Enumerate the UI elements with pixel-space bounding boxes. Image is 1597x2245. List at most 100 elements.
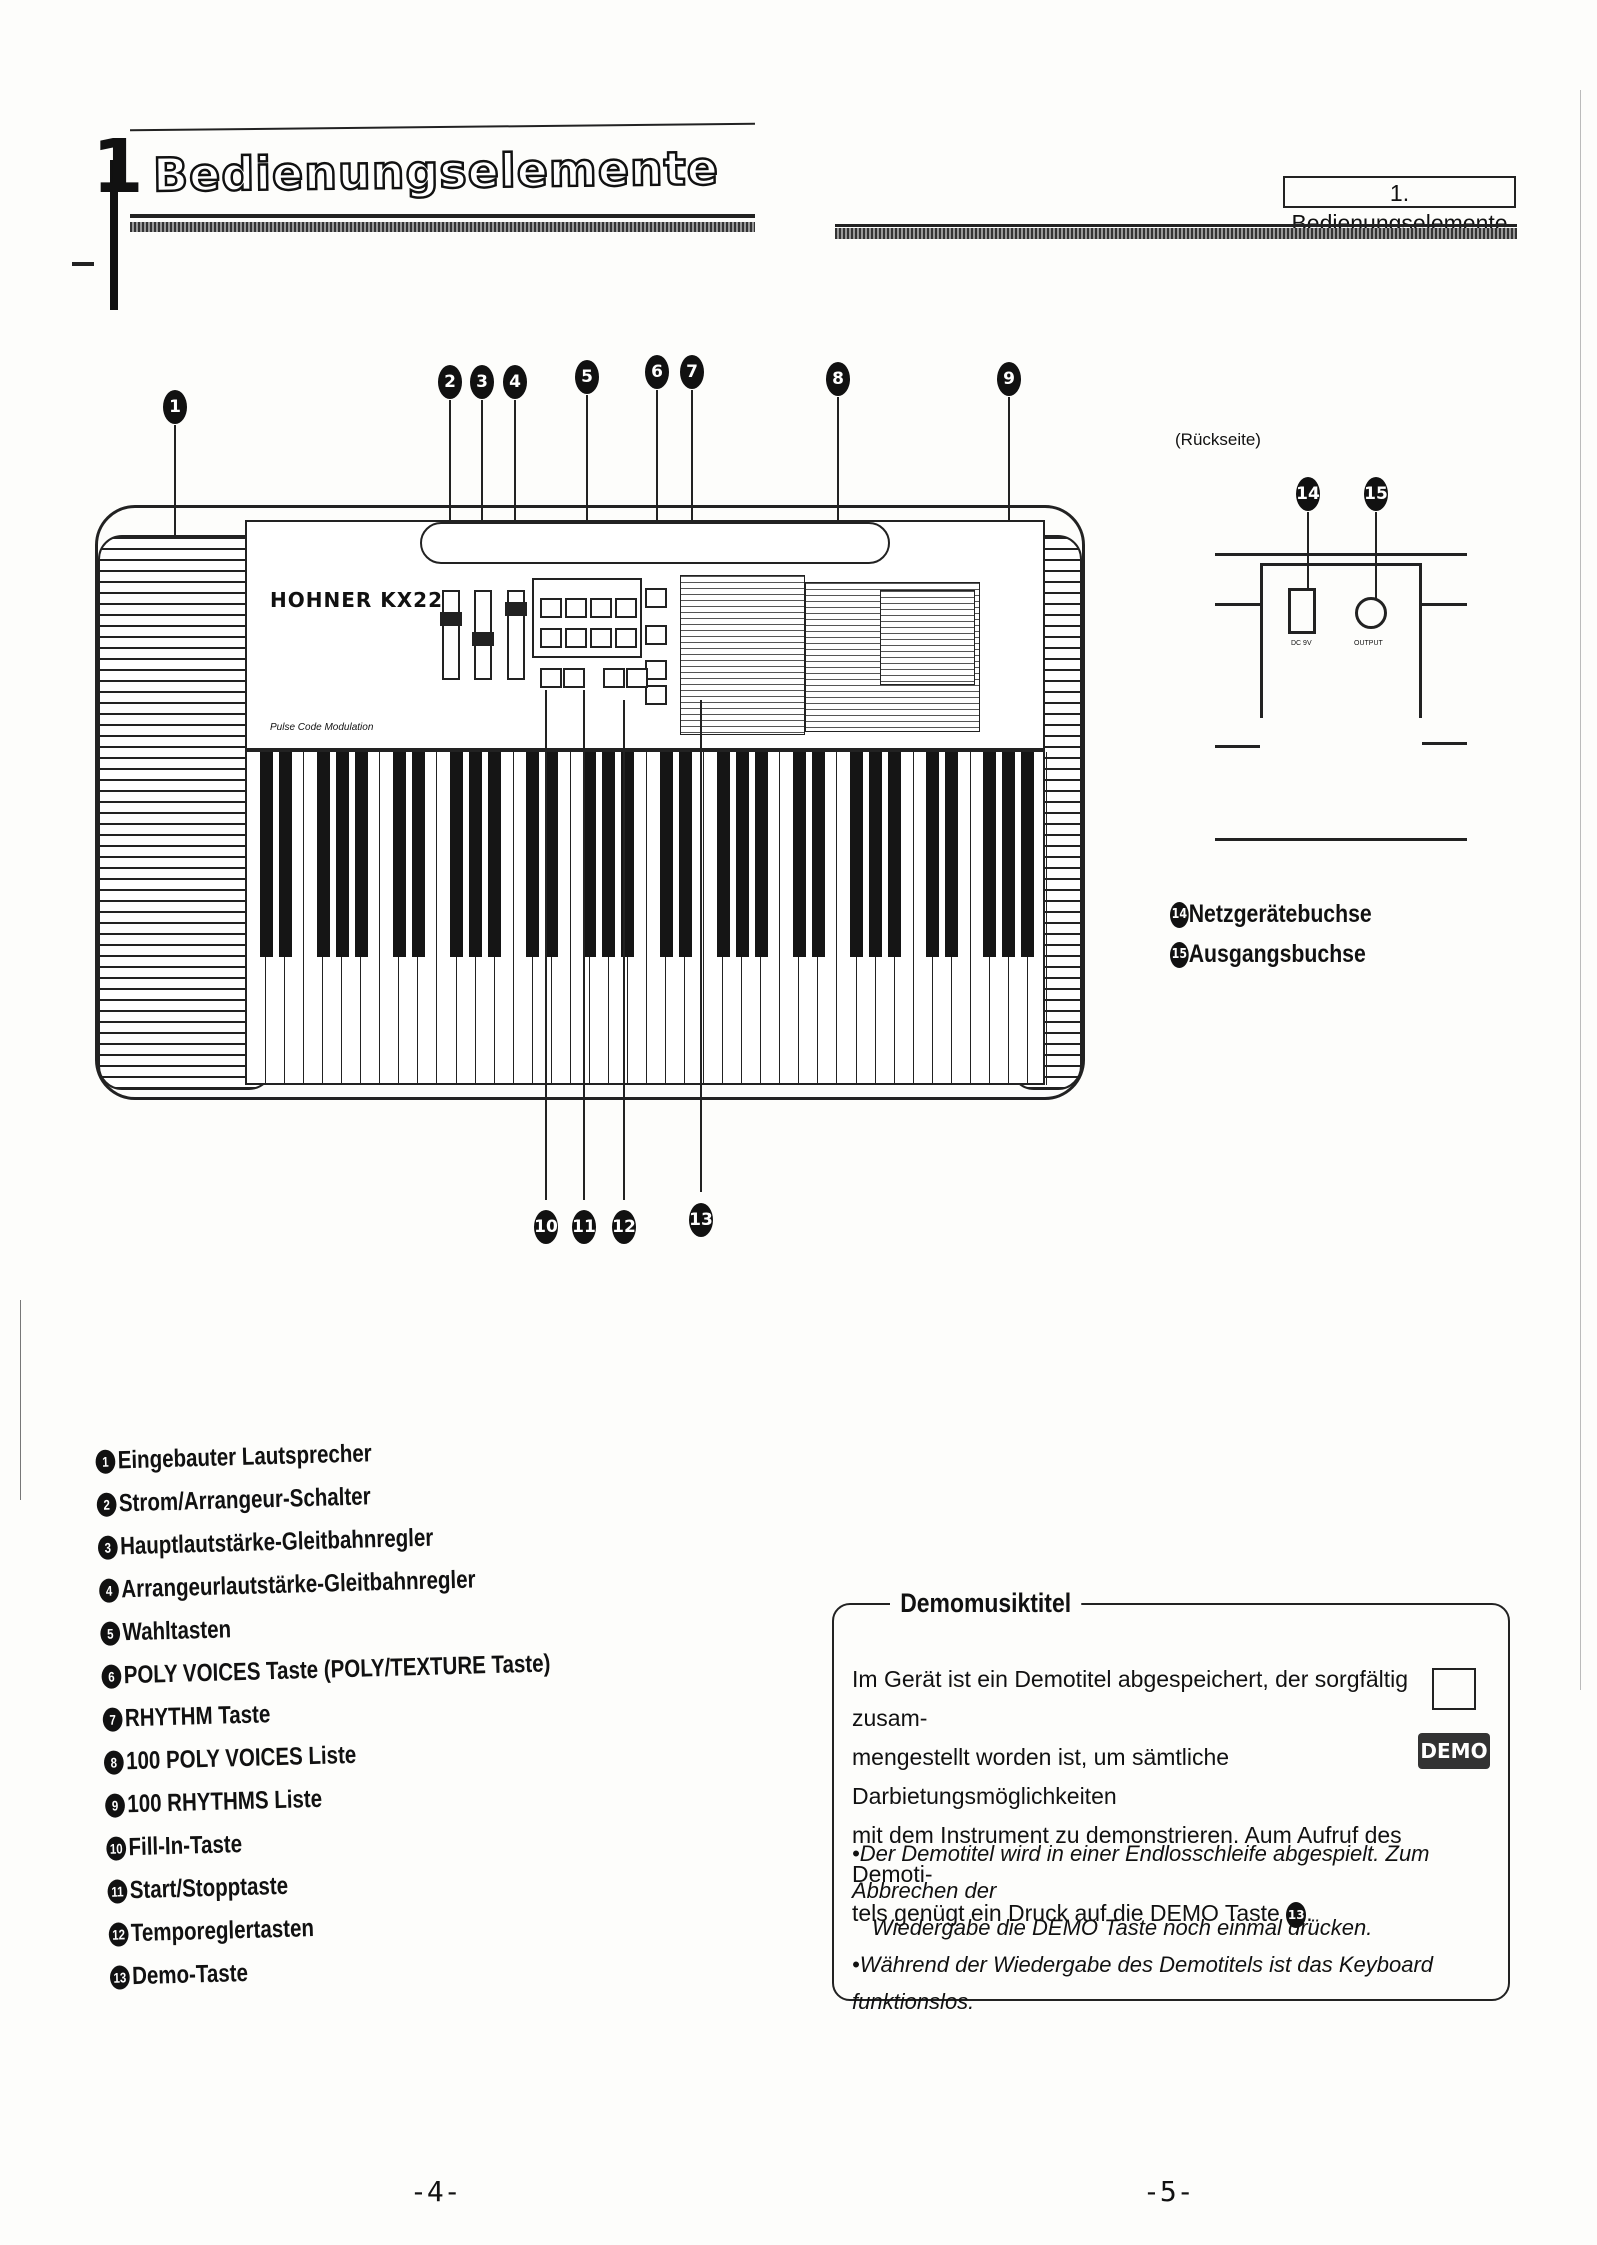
white-key[interactable] [685,752,705,1085]
start-stop-button[interactable] [563,668,585,688]
black-key[interactable] [392,752,406,957]
rear-top-edge [1215,553,1467,556]
rear-legend-item: 14Netzgerätebuchse [1170,900,1372,929]
black-key[interactable] [335,752,349,957]
black-key[interactable] [488,752,502,957]
rhythm-button[interactable] [645,625,667,645]
black-key[interactable] [811,752,825,957]
scan-margin-line [20,1300,21,1500]
black-key[interactable] [583,752,597,957]
black-key[interactable] [1002,752,1016,957]
black-key[interactable] [735,752,749,957]
brand-logo: HOHNER KX22 [270,588,443,612]
legend-text: Hauptlautstärke-Gleitbahnregler [119,1523,434,1561]
callout-4: 4 [503,365,527,399]
select-button[interactable] [615,628,637,648]
select-button[interactable] [540,628,562,648]
demo-note: •Der Demotitel wird in einer Endlosschle… [852,1841,1430,1903]
legend-text: Wahltasten [122,1615,232,1647]
leader-11 [583,690,585,1200]
white-key[interactable] [628,752,647,1085]
black-key[interactable] [869,752,883,957]
power-arranger-switch[interactable] [440,590,462,680]
demo-button-label: DEMO [1418,1733,1490,1769]
black-key[interactable] [659,752,673,957]
output-jack[interactable] [1355,597,1387,629]
black-key[interactable] [602,752,616,957]
arranger-volume-slider[interactable] [505,590,527,680]
white-key[interactable] [761,752,781,1085]
callout-6: 6 [645,355,669,389]
white-key[interactable] [1028,752,1047,1085]
select-button[interactable] [540,598,562,618]
white-key[interactable] [361,752,381,1085]
white-key[interactable] [952,752,971,1085]
black-key[interactable] [888,752,902,957]
legend-text: RHYTHM Taste [124,1700,271,1733]
legend-number: 11 [107,1879,128,1905]
demo-button[interactable] [645,660,667,680]
rear-lower-right [1422,742,1467,745]
black-key[interactable] [450,752,464,957]
legend-number: 6 [101,1664,122,1690]
demo-notes: •Der Demotitel wird in einer Endlosschle… [852,1835,1502,2020]
poly-voices-button[interactable] [645,588,667,608]
demo-line: tels genügt ein Druck auf die DEMO Taste [852,1900,1280,1926]
black-key[interactable] [792,752,806,957]
white-key[interactable] [418,752,438,1085]
black-key[interactable] [354,752,368,957]
black-key[interactable] [945,752,959,957]
leader-13 [700,700,702,1192]
black-key[interactable] [716,752,730,957]
legend-text: Strom/Arrangeur-Schalter [118,1482,371,1518]
black-key[interactable] [469,752,483,957]
black-key[interactable] [1021,752,1035,957]
callout-1: 1 [163,390,187,424]
white-key[interactable] [818,752,838,1085]
select-button[interactable] [565,628,587,648]
callout-9: 9 [997,362,1021,396]
select-button[interactable] [590,628,612,648]
legend-number: 2 [96,1492,117,1518]
legend-text: POLY VOICES Taste (POLY/TEXTURE Taste) [123,1649,551,1690]
legend-number: 7 [102,1707,123,1733]
leader-8 [837,397,839,597]
dc-jack-label: DC 9V [1291,640,1312,647]
black-key[interactable] [526,752,540,957]
black-key[interactable] [754,752,768,957]
dc-power-jack[interactable] [1288,588,1316,634]
white-key[interactable] [285,752,305,1085]
rear-side-right [1422,603,1467,606]
white-key[interactable] [495,752,514,1085]
tempo-up-button[interactable] [626,668,648,688]
leader-3 [481,400,483,595]
demo-button-lower[interactable] [645,685,667,705]
keyboard-body [95,505,1085,1100]
black-key[interactable] [259,752,273,957]
select-button[interactable] [590,598,612,618]
black-key[interactable] [983,752,997,957]
scan-edge-speckle [1580,90,1581,1690]
select-button[interactable] [615,598,637,618]
select-button[interactable] [565,598,587,618]
callout-2: 2 [438,365,462,399]
rear-legend-item: 15Ausgangsbuchse [1170,940,1366,969]
fill-in-button[interactable] [540,668,562,688]
selection-buttons [532,578,642,658]
white-key[interactable] [552,752,571,1085]
leader-7 [691,390,693,590]
black-key[interactable] [316,752,330,957]
black-key[interactable] [850,752,864,957]
rear-bottom-edge [1215,838,1467,841]
callout-8: 8 [826,362,850,396]
white-key[interactable] [895,752,914,1085]
master-volume-slider[interactable] [472,590,494,680]
tempo-down-button[interactable] [603,668,625,688]
black-key[interactable] [278,752,292,957]
black-key[interactable] [411,752,425,957]
black-key[interactable] [545,752,559,957]
black-key[interactable] [678,752,692,957]
demo-text: Im Gerät ist ein Demotitel abgespeichert… [852,1660,1412,1933]
header-rule-bottom [130,214,755,218]
black-key[interactable] [926,752,940,957]
